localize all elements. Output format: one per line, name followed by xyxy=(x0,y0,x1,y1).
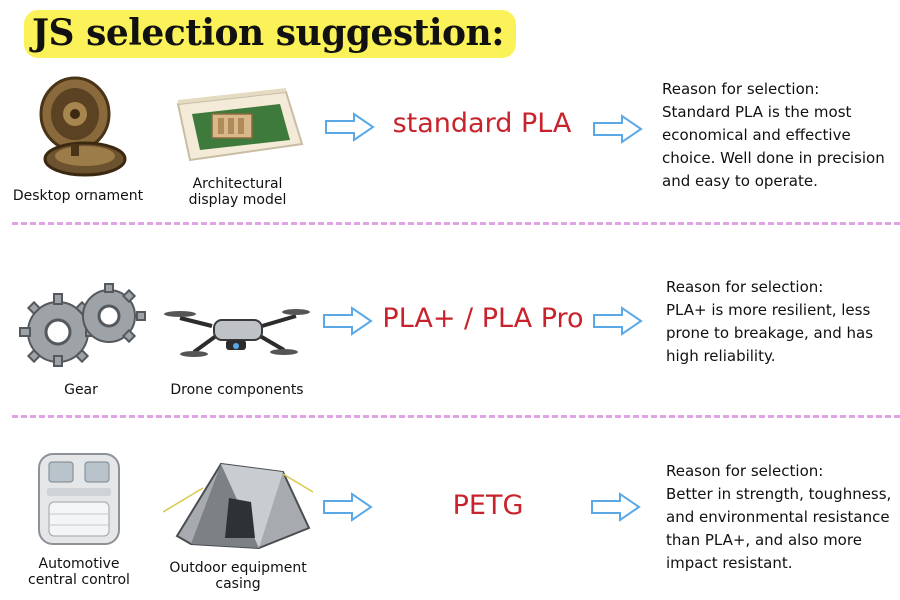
section-divider xyxy=(12,222,900,225)
reason-text: Reason for selection: PLA+ is more resil… xyxy=(666,278,874,365)
ornament-clock-icon xyxy=(39,76,127,177)
product-desktop-ornament: Desktop ornament xyxy=(8,74,148,204)
product-label: Outdoor equipment casing xyxy=(169,560,307,592)
section-divider xyxy=(12,415,900,418)
product-label: Drone components xyxy=(170,382,304,398)
arrow-right-icon xyxy=(591,492,641,522)
tent-icon xyxy=(163,462,313,550)
product-drone: Drone components xyxy=(162,290,312,398)
page-title: JS selection suggestion: xyxy=(24,10,516,58)
arrow-right-icon xyxy=(593,306,643,336)
product-outdoor-casing: Outdoor equipment casing xyxy=(158,452,318,592)
material-petg: PETG xyxy=(452,490,524,521)
gear-icon xyxy=(19,283,146,367)
arrow-right-icon xyxy=(323,492,373,522)
architectural-model-icon xyxy=(176,88,303,162)
material-standard-pla: standard PLA xyxy=(392,108,572,139)
product-automotive-control: Automotive central control xyxy=(14,448,144,588)
drone-icon xyxy=(164,309,310,357)
product-label: Architectural display model xyxy=(188,176,287,208)
product-gear: Gear xyxy=(6,280,156,398)
car-control-panel-icon xyxy=(38,453,120,545)
product-label: Gear xyxy=(64,382,98,398)
product-label: Automotive central control xyxy=(28,556,130,588)
reason-text: Reason for selection: Standard PLA is th… xyxy=(662,80,885,190)
material-pla-plus: PLA+ / PLA Pro xyxy=(382,303,584,334)
arrow-right-icon xyxy=(593,114,643,144)
arrow-right-icon xyxy=(323,306,373,336)
reason-text: Reason for selection: Better in strength… xyxy=(666,462,892,572)
product-label: Desktop ornament xyxy=(12,188,144,204)
arrow-right-icon xyxy=(325,112,375,142)
product-architectural-model: Architectural display model xyxy=(160,84,315,208)
